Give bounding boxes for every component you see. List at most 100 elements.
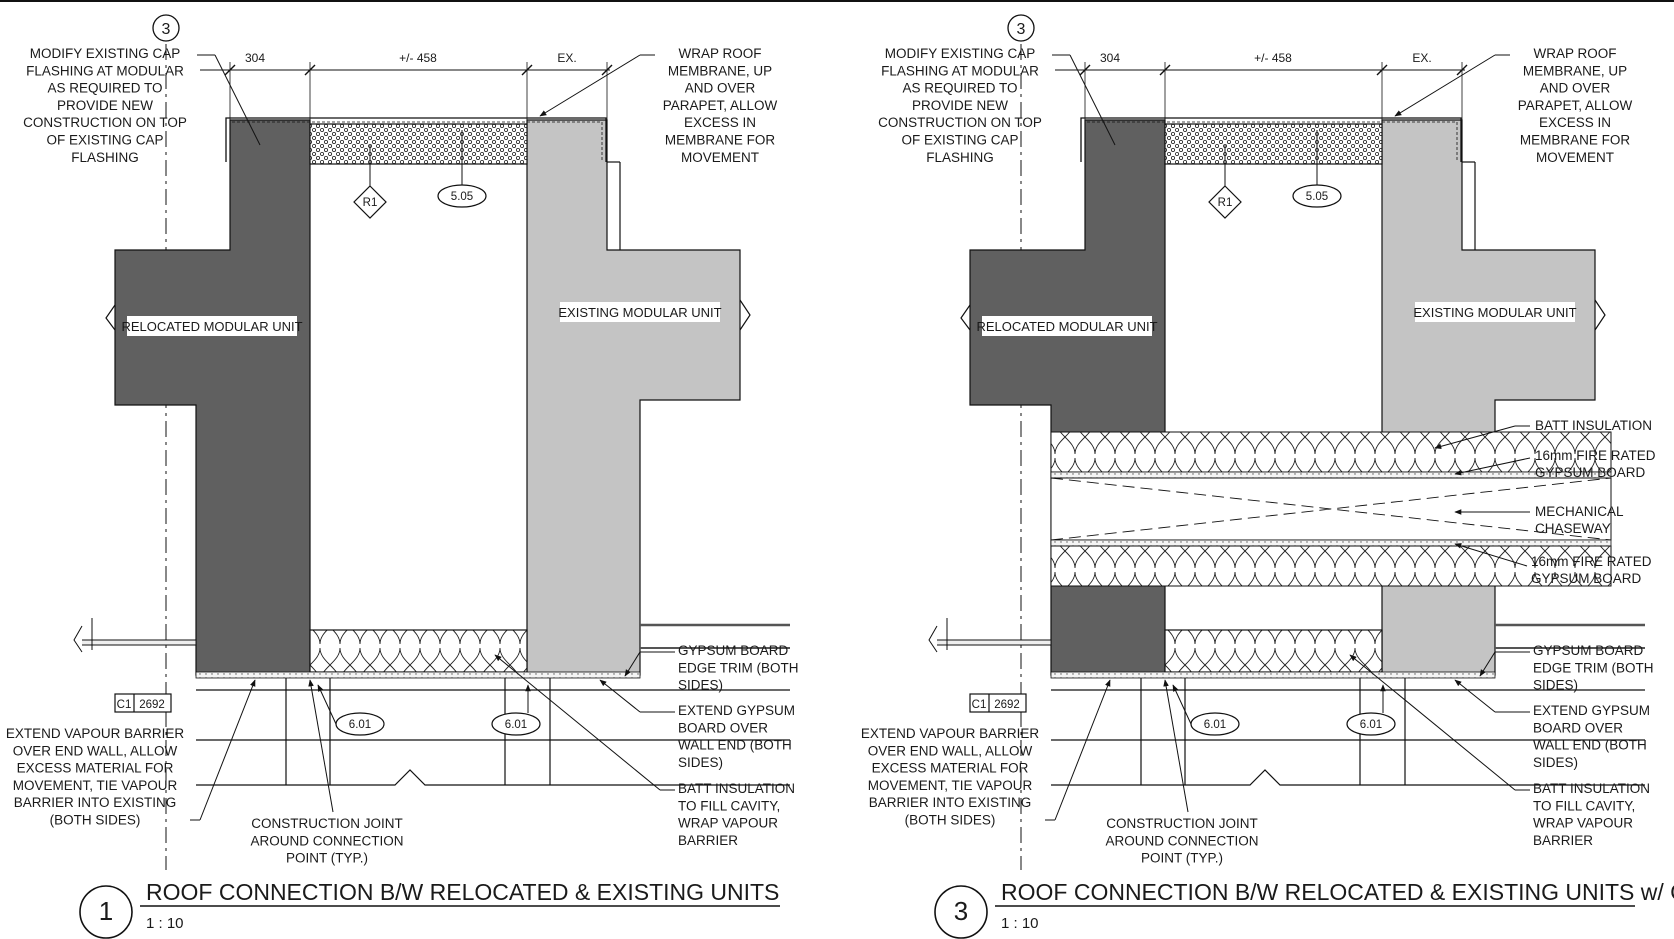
gypsum-board-strip bbox=[1050, 671, 1496, 679]
dimension-304: 304 bbox=[1100, 51, 1120, 65]
leader-arrow bbox=[1163, 679, 1189, 813]
note-batt-insulation-line: BATT INSULATION bbox=[1533, 781, 1650, 796]
leader-line bbox=[1069, 54, 1116, 146]
dimension-ex: EX. bbox=[1412, 51, 1431, 65]
note-mechanical-chaseway-line: MECHANICAL bbox=[1535, 504, 1624, 519]
dimension-458: +/- 458 bbox=[399, 51, 437, 65]
note-batt-insulation-line: BARRIER bbox=[1533, 833, 1593, 848]
relocated-modular-unit bbox=[969, 119, 1166, 676]
note-extend-gypsum-line: WALL END (BOTH bbox=[678, 738, 792, 753]
note-vapour-barrier-line: EXTEND VAPOUR BARRIER bbox=[6, 726, 185, 741]
note-modify-cap-line: MODIFY EXISTING CAP bbox=[885, 46, 1036, 61]
dimension-304: 304 bbox=[245, 51, 265, 65]
note-vapour-barrier-line: EXCESS MATERIAL FOR bbox=[17, 761, 174, 776]
leader-arrow bbox=[1479, 651, 1496, 677]
leader-arrow bbox=[1172, 684, 1192, 725]
note-modify-cap-line: FLASHING AT MODULAR bbox=[26, 63, 184, 78]
tag-diamond bbox=[1208, 185, 1242, 219]
note-construction-joint-line: CONSTRUCTION JOINT bbox=[251, 816, 403, 831]
note-wrap-membrane-line: MOVEMENT bbox=[1536, 150, 1614, 165]
note-construction-joint-line: AROUND CONNECTION bbox=[250, 833, 403, 848]
note-construction-joint-line: POINT (TYP.) bbox=[1141, 851, 1223, 866]
note-wrap-membrane-line: PARAPET, ALLOW bbox=[663, 98, 778, 113]
tag-601-b: 6.01 bbox=[1360, 719, 1382, 731]
tag-601-a: 6.01 bbox=[349, 719, 371, 731]
section-bubble bbox=[1007, 14, 1035, 42]
note-extend-gypsum-line: EXTEND GYPSUM bbox=[678, 703, 795, 718]
dimension-tick bbox=[601, 64, 613, 76]
detail-scale: 1 : 10 bbox=[146, 915, 184, 932]
label-relocated-unit: RELOCATED MODULAR UNIT bbox=[121, 319, 302, 334]
note-wrap-membrane-line: WRAP ROOF bbox=[678, 46, 761, 61]
rigid-insulation-top bbox=[1164, 123, 1383, 165]
break-symbol bbox=[73, 625, 83, 653]
existing-modular-unit bbox=[1381, 119, 1596, 676]
existing-modular-unit bbox=[526, 119, 741, 676]
relocated-modular-unit bbox=[114, 119, 311, 676]
note-batt-insulation-line: TO FILL CAVITY, bbox=[678, 798, 780, 813]
note-gypsum-trim-line: SIDES) bbox=[678, 678, 723, 693]
break-symbol bbox=[1594, 299, 1606, 331]
note-vapour-barrier-line: OVER END WALL, ALLOW bbox=[13, 743, 178, 758]
title-bubble bbox=[79, 885, 133, 939]
label-existing-unit: EXISTING MODULAR UNIT bbox=[558, 305, 721, 320]
note-extend-gypsum-line: EXTEND GYPSUM bbox=[1533, 703, 1650, 718]
tag-ellipse bbox=[1346, 712, 1396, 736]
leader-arrow bbox=[539, 54, 641, 117]
leader-arrow bbox=[599, 679, 641, 713]
tag-r1: R1 bbox=[363, 197, 378, 209]
label-bg bbox=[127, 316, 297, 336]
title-bubble bbox=[934, 885, 988, 939]
note-extend-gypsum-line: SIDES) bbox=[678, 755, 723, 770]
note-modify-cap-line: OF EXISTING CAP bbox=[901, 133, 1018, 148]
note-wrap-membrane-line: MEMBRANE, UP bbox=[1523, 63, 1627, 78]
tag-r1: R1 bbox=[1218, 197, 1233, 209]
tag-505: 5.05 bbox=[451, 191, 473, 203]
dimension-tick bbox=[1159, 64, 1171, 76]
note-gypsum-trim-line: GYPSUM BOARD bbox=[678, 643, 789, 658]
note-extend-gypsum-line: BOARD OVER bbox=[678, 720, 768, 735]
note-extend-gypsum-line: BOARD OVER bbox=[1533, 720, 1623, 735]
reference-box bbox=[969, 693, 1027, 713]
note-wrap-membrane-line: MEMBRANE FOR bbox=[665, 133, 776, 148]
floor-ledge bbox=[82, 639, 197, 646]
fire-rated-gypsum-board bbox=[1050, 471, 1612, 479]
leader-arrow bbox=[1054, 679, 1111, 821]
title-number: 3 bbox=[954, 896, 968, 926]
gypsum-board-strip bbox=[195, 671, 641, 679]
note-construction-joint-line: POINT (TYP.) bbox=[286, 851, 368, 866]
leader-arrow bbox=[624, 651, 641, 677]
note-vapour-barrier-line: MOVEMENT, TIE VAPOUR bbox=[13, 778, 178, 793]
reference-2692: 2692 bbox=[994, 699, 1020, 711]
note-wrap-membrane-line: MEMBRANE FOR bbox=[1520, 133, 1631, 148]
note-gypsum-trim-line: EDGE TRIM (BOTH bbox=[1533, 660, 1654, 675]
leader-arrow bbox=[1349, 654, 1516, 791]
label-bg bbox=[1415, 302, 1575, 322]
label-bg bbox=[560, 302, 720, 322]
leader-line bbox=[214, 54, 261, 146]
note-gypsum-trim-line: GYPSUM BOARD bbox=[1533, 643, 1644, 658]
section-bubble-number: 3 bbox=[162, 21, 171, 38]
leader-arrow bbox=[1454, 679, 1496, 713]
note-wrap-membrane-line: EXCESS IN bbox=[684, 115, 756, 130]
note-gypsum-trim-line: EDGE TRIM (BOTH bbox=[678, 660, 799, 675]
note-batt-insulation-line: BATT INSULATION bbox=[678, 781, 795, 796]
note-wrap-membrane-line: EXCESS IN bbox=[1539, 115, 1611, 130]
reference-c1: C1 bbox=[972, 699, 987, 711]
note-wrap-membrane-line: PARAPET, ALLOW bbox=[1518, 98, 1633, 113]
note-modify-cap-line: FLASHING AT MODULAR bbox=[881, 63, 1039, 78]
fire-rated-gypsum-board bbox=[1050, 539, 1612, 547]
section-bubble bbox=[152, 14, 180, 42]
tag-601-b: 6.01 bbox=[505, 719, 527, 731]
note-construction-joint-line: AROUND CONNECTION bbox=[1105, 833, 1258, 848]
note-modify-cap-line: AS REQUIRED TO bbox=[47, 81, 162, 96]
note-wrap-membrane-line: MEMBRANE, UP bbox=[668, 63, 772, 78]
note-modify-cap-line: CONSTRUCTION ON TOP bbox=[23, 115, 187, 130]
dimension-tick bbox=[304, 64, 316, 76]
leader-arrow bbox=[317, 684, 337, 725]
note-modify-cap-line: AS REQUIRED TO bbox=[902, 81, 1017, 96]
detail-title: ROOF CONNECTION B/W RELOCATED & EXISTING… bbox=[1001, 879, 1674, 905]
